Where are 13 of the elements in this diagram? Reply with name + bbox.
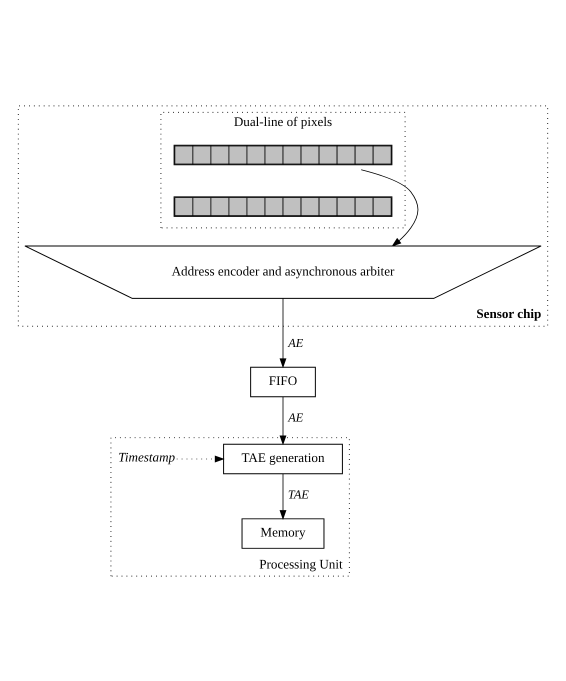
arrow — [176, 455, 225, 462]
edge-label: AE — [288, 410, 304, 424]
node-box: TAE generation — [223, 443, 343, 474]
arrow — [360, 168, 418, 246]
edge-label: AE — [288, 336, 304, 350]
arrow — [280, 472, 286, 520]
node-box: FIFO — [250, 366, 316, 397]
node-text: Timestamp — [118, 448, 176, 464]
arrow — [280, 396, 286, 445]
arrow — [280, 298, 286, 368]
cluster: Dual-line of pixels — [160, 111, 406, 228]
node-box: Memory — [242, 518, 324, 548]
edge-label: TAE — [288, 487, 309, 502]
